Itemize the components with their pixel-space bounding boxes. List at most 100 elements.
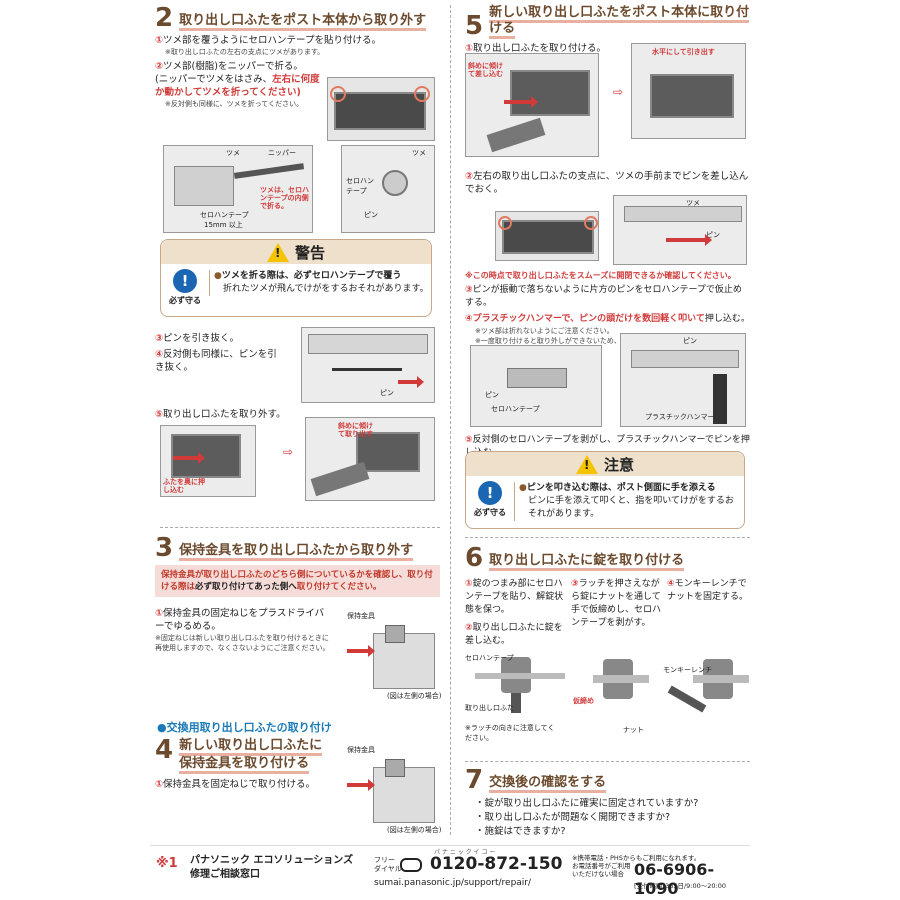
section-3-header: 3 保持金具を取り出し口ふたから取り外す	[155, 533, 414, 563]
install-figure-2: 水平にして引き出す	[631, 43, 746, 139]
footer: ※1 パナソニック エコソリューションズ修理ご相談窓口 フリーダイヤル パ ナ …	[150, 845, 750, 898]
free-dial-label: フリーダイヤル	[374, 856, 402, 873]
tsume-ring-right	[414, 86, 430, 102]
pin-pull-figure: ピン	[301, 327, 435, 403]
nipper-figure: ツメ ニッパー ツメは、セロハンテープの内側で折る。 セロハンテープ 15mm …	[163, 145, 313, 233]
s3-notice: 保持金具が取り出し口ふたのどちら側についているかを確認し、取り付ける際は必ず取り…	[155, 565, 440, 597]
label-push-in: ふたを奥に押し込む	[163, 478, 205, 494]
label-level-pull: 水平にして引き出す	[652, 48, 715, 56]
figure-caption: (図は左側の場合)	[387, 692, 442, 700]
next-arrow-icon-2: ⇨	[613, 85, 624, 99]
s5-step4-note1: ※ツメ部は折れないようにご注意ください。	[475, 327, 614, 335]
label-latch-note: ※ラッチの向きに注意してください。	[465, 724, 555, 742]
footer-mark: ※1	[156, 856, 178, 871]
s4-step1: ①保持金具を固定ねじで取り付ける。	[155, 779, 316, 790]
alt-phone-number: 06-6906-1090	[634, 860, 715, 898]
exclamation-icon: !	[173, 269, 197, 293]
column-divider	[450, 5, 451, 835]
label-hammer: プラスチックハンマー	[645, 413, 715, 421]
number-ruby: パ ナ ニ ッ ク イ コ ー	[434, 849, 496, 856]
label-pin-fig4: ピン	[485, 391, 499, 399]
caution-text: ピンを叩き込む際は、ポスト側面に手を添えるピンに手を添えて叩くと、指を叩いてけが…	[514, 482, 740, 521]
must-observe-2: !必ず守る	[470, 481, 510, 518]
section-2-header: 2 取り出し口ふたをポスト本体から取り外す	[155, 5, 435, 31]
lid-top-figure	[327, 77, 435, 141]
service-hours: [受付時間]365日/9:00〜20:00	[634, 882, 726, 890]
tsume-ring-left	[330, 86, 346, 102]
pull-arrow	[398, 376, 424, 388]
warning-box: 警告 !必ず守る ツメを折る際は、必ずセロハンテープで覆う折れたツメが飛んでけが…	[160, 239, 432, 317]
tape-pin-figure: ピン セロハンテープ	[470, 345, 602, 427]
remove-lid-figure-2: 斜めに傾けて取り出す	[305, 417, 435, 501]
check-list: ・錠が取り出し口ふたに確実に固定されていますか? ・取り出し口ふたが問題なく開閉…	[465, 797, 750, 839]
s3-step1: ①保持金具の固定ねじをプラスドライバーでゆるめる。	[155, 608, 325, 632]
pin-insert-figure: ツメ ピン	[613, 195, 747, 265]
exclamation-icon-2: !	[478, 481, 502, 505]
s5-step3: ③ピンが振動で落ちないように片方のピンをセロハンテープで仮止めする。	[465, 285, 742, 308]
s5-step4: ④プラスチックハンマーで、ピンの頭だけを数回軽く叩いて押し込む。	[465, 314, 750, 324]
label-pin-hammer: ピン	[683, 337, 697, 345]
check-item: ・取り出し口ふたが問題なく開閉できますか?	[475, 812, 671, 823]
s2-step3: ③ピンを引き抜く。	[155, 333, 240, 344]
section-7-header: 7 交換後の確認をする	[465, 765, 607, 795]
wrench-figure: モンキーレンチ	[663, 653, 749, 749]
check-item: ・錠が取り出し口ふたに確実に固定されていますか?	[475, 798, 699, 809]
bracket-figure-4: 保持金具 (図は左側の場合)	[343, 745, 441, 835]
s6-step1: ①錠のつまみ部にセロハンテープを貼り、解錠状態を保つ。	[465, 579, 564, 615]
label-bracket: 保持金具	[347, 612, 375, 620]
replacement-heading: ●交換用取り出し口ふたの取り付け	[157, 721, 332, 734]
label-pin-5: ピン	[706, 231, 720, 239]
hammer-figure: ピン プラスチックハンマー	[620, 333, 746, 427]
section-6: 6 取り出し口ふたに錠を取り付ける	[465, 545, 750, 571]
section-title: 取り出し口ふたをポスト本体から取り外す	[179, 13, 427, 31]
instruction-page: 2 取り出し口ふたをポスト本体から取り外す ①ツメ部を覆うようにセロハンテープを…	[150, 5, 750, 898]
section-4: 4 新しい取り出し口ふたに保持金具を取り付ける ①保持金具を固定ねじで取り付ける…	[155, 737, 355, 791]
install-figure-1: 斜めに傾けて差し込む	[465, 53, 599, 157]
section-4-header: 4 新しい取り出し口ふたに保持金具を取り付ける	[155, 737, 355, 775]
right-column: 5 新しい取り出し口ふたをポスト本体に取り付ける ①取り出し口ふたを取り付ける。…	[465, 5, 750, 837]
s6-step3: ③ラッチを押さえながら錠にナットを通して手で仮締めし、セロハンテープを剥がす。	[571, 579, 662, 628]
footer-company: パナソニック エコソリューションズ修理ご相談窓口	[190, 855, 354, 880]
alt-label: お電話番号がご利用いただけない場合	[572, 862, 631, 878]
label-tsume-5: ツメ	[686, 199, 700, 207]
warning-header: 警告	[161, 240, 431, 264]
pin-lid-figure	[495, 211, 599, 261]
s5-red-note: ※この時点で取り出し口ふたをスムーズに開閉できるか確認してください。	[465, 271, 736, 280]
label-tape-length: 15mm 以上	[204, 221, 243, 229]
label-kari: 仮締め	[573, 697, 594, 705]
lid-panel	[334, 92, 426, 130]
s2-step4: ④反対側も同様に、ピンを引き抜く。	[155, 349, 277, 373]
lock-insert-figure: セロハンテープ 取り出し口ふた ※ラッチの向きに注意してください。	[465, 651, 565, 747]
label-bracket-4: 保持金具	[347, 746, 375, 754]
label-tsume: ツメ	[226, 149, 240, 157]
label-tilt-in: 斜めに傾けて差し込む	[468, 62, 503, 78]
free-dial-icon	[400, 858, 422, 872]
caution-header: 注意	[466, 452, 744, 476]
next-arrow-icon: ⇨	[283, 445, 294, 459]
s2-step1: ①ツメ部を覆うようにセロハンテープを貼り付ける。	[155, 35, 381, 46]
s2-step2-note: ※反対側も同様に、ツメを折ってください。	[165, 100, 304, 108]
divider-5-6	[465, 537, 750, 538]
section-6-header: 6 取り出し口ふたに錠を取り付ける	[465, 543, 685, 573]
label-nipper: ニッパー	[268, 149, 296, 157]
free-dial-number: 0120-872-150	[430, 854, 563, 874]
divider-6-7	[465, 761, 750, 762]
s5-step1: ①取り出し口ふたを取り付ける。	[465, 43, 607, 54]
s2-steps-3-4: ③ピンを引き抜く。 ④反対側も同様に、ピンを引き抜く。	[155, 329, 285, 374]
s5-steps-3-4: ※この時点で取り出し口ふたをスムーズに開閉できるか確認してください。 ③ピンが振…	[465, 271, 750, 346]
section-number: 2	[155, 3, 174, 33]
left-column: 2 取り出し口ふたをポスト本体から取り外す ①ツメ部を覆うようにセロハンテープを…	[155, 5, 441, 835]
label-tilt-out: 斜めに傾けて取り出す	[338, 422, 373, 438]
label-tape-6: セロハンテープ	[465, 654, 514, 662]
label-lid-6: 取り出し口ふた	[465, 704, 514, 712]
section-3: 3 保持金具を取り出し口ふたから取り外す 保持金具が取り出し口ふたのどちら側につ…	[155, 535, 440, 653]
warning-text: ツメを折る際は、必ずセロハンテープで覆う折れたツメが飛んでけがをするおそれがあり…	[209, 270, 429, 296]
support-url[interactable]: sumai.panasonic.jp/support/repair/	[374, 878, 532, 888]
label-wrench: モンキーレンチ	[663, 666, 712, 674]
check-item: ・施錠はできますか?	[475, 826, 566, 837]
tape-closeup-figure: ツメ セロハンテープ ピン	[341, 145, 435, 233]
s5-step4-note2: ※一度取り付けると取り外しができないため、慎重に行ってください。	[475, 337, 698, 345]
s5-step2: ②左右の取り出し口ふたの支点に、ツメの手前までピンを差し込んでおく。	[465, 171, 749, 195]
s6-step2: ②取り出し口ふたに錠を差し込む。	[465, 623, 563, 646]
s3-step1-note: ※固定ねじは新しい取り出し口ふたを取り付けるときに再使用しますので、なくさないよ…	[155, 634, 330, 652]
